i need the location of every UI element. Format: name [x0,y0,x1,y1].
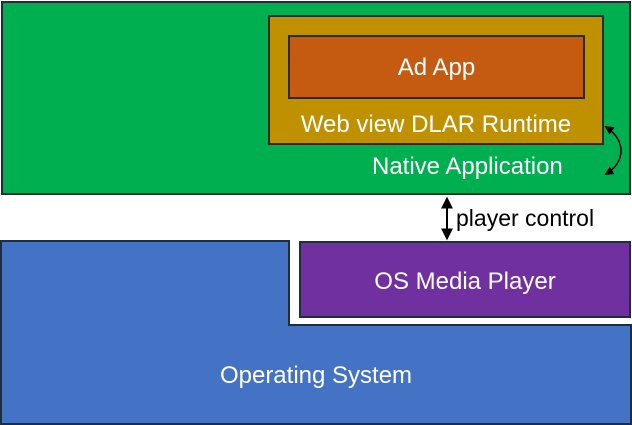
operating-system-label: Operating System [219,362,413,389]
os-media-player-label: OS Media Player [374,268,556,295]
operating-system-block [0,240,632,425]
webview-runtime-label: Web view DLAR Runtime [300,111,572,138]
player-control-label: player control [456,205,595,231]
ad-app-block: Ad App [288,35,585,99]
operating-system-shape [0,240,632,425]
native-application-label: Native Application [372,153,563,180]
ad-app-label: Ad App [397,54,476,81]
runtime-native-curved-arrow [604,126,622,175]
os-media-player-block [299,241,631,318]
